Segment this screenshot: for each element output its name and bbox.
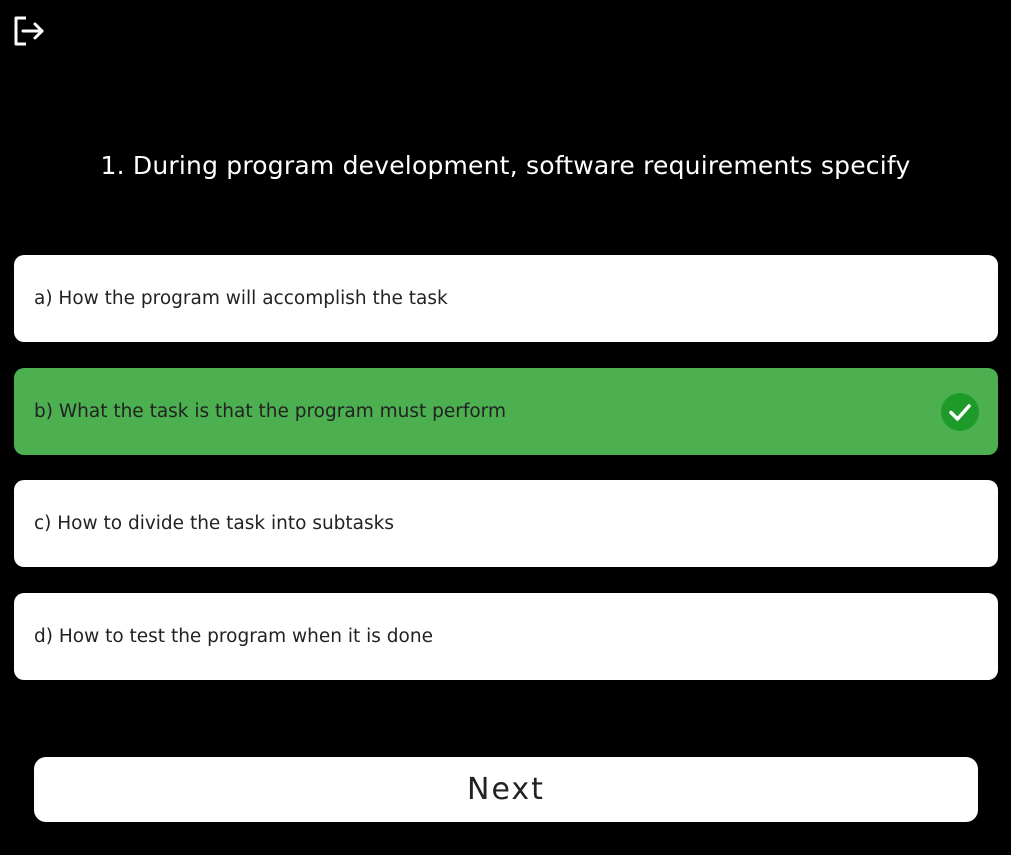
answer-option-b[interactable]: b) What the task is that the program mus…	[14, 368, 998, 455]
answer-option-label: a) How the program will accomplish the t…	[34, 288, 448, 309]
next-button[interactable]: Next	[34, 757, 978, 822]
exit-button[interactable]	[12, 14, 46, 48]
answer-option-label: c) How to divide the task into subtasks	[34, 513, 395, 534]
question-text: 1. During program development, software …	[100, 151, 911, 180]
answer-option-d[interactable]: d) How to test the program when it is do…	[14, 593, 998, 680]
logout-icon	[14, 16, 44, 46]
answer-option-label: d) How to test the program when it is do…	[34, 626, 433, 647]
answer-option-a[interactable]: a) How the program will accomplish the t…	[14, 255, 998, 342]
answer-option-label: b) What the task is that the program mus…	[34, 401, 506, 422]
check-circle-icon	[941, 393, 979, 431]
answer-option-c[interactable]: c) How to divide the task into subtasks	[14, 480, 998, 567]
